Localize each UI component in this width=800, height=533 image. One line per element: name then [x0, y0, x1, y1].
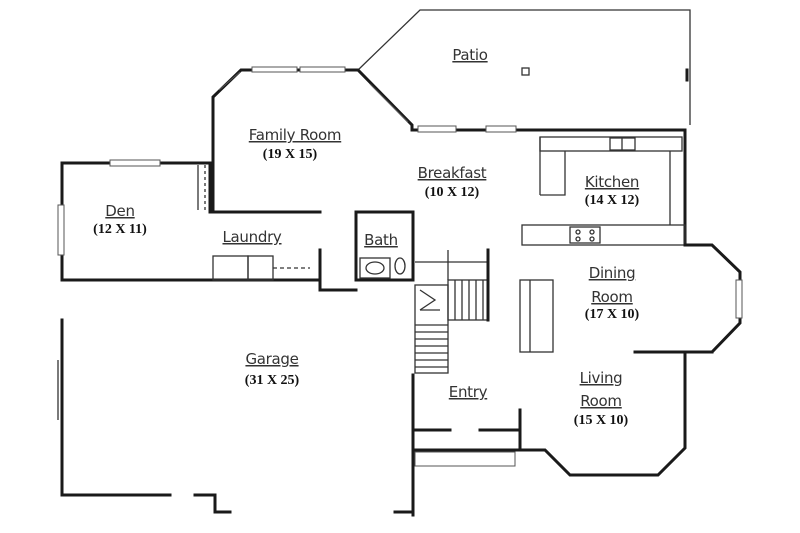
family-window-right-bay [369, 83, 409, 123]
laundry-walls [60, 248, 322, 292]
stairs [411, 248, 490, 374]
patio-post [521, 67, 530, 76]
kitchen-dimensions: (14 X 12) [585, 193, 640, 208]
family-room-label: Family Room [249, 126, 341, 144]
dining-room-label-line2: Room [591, 288, 633, 306]
kitchen-walls [521, 128, 687, 247]
entry-label: Entry [449, 383, 488, 401]
garage-walls [57, 318, 415, 514]
family-window-left-bay [218, 71, 241, 91]
living-room-label-line1: Living [580, 369, 623, 387]
toilet [394, 257, 406, 275]
family-window-top-2 [299, 66, 346, 73]
patio-outline [357, 9, 691, 126]
breakfast-window-2 [485, 125, 517, 133]
breakfast-walls [410, 125, 687, 133]
breakfast-label: Breakfast [418, 164, 487, 182]
kitchen-label: Kitchen [585, 173, 639, 191]
dining-room-dimensions: (17 X 10) [585, 307, 640, 322]
patio-label: Patio [452, 46, 487, 64]
den-window-top [109, 159, 161, 167]
den-window-left [57, 204, 65, 256]
dining-buffet [519, 279, 554, 353]
dining-window [735, 279, 743, 319]
den-walls [57, 159, 212, 282]
breakfast-dimensions: (10 X 12) [425, 185, 480, 200]
family-room-walls [211, 66, 415, 214]
bath-label: Bath [364, 231, 398, 249]
laundry-label: Laundry [222, 228, 281, 246]
family-room-dimensions: (19 X 15) [263, 147, 318, 162]
den-dimensions: (12 X 11) [93, 222, 147, 237]
bath-sink [365, 261, 385, 275]
living-room-dimensions: (15 X 10) [574, 413, 629, 428]
kitchen-island-counter [521, 224, 686, 246]
garage-label: Garage [245, 350, 298, 368]
bath-walls [318, 210, 415, 292]
living-room-label-line2: Room [580, 392, 622, 410]
entry-porch [414, 451, 516, 467]
dining-room-label-line1: Dining [589, 264, 636, 282]
bath-vanity [359, 257, 391, 279]
kitchen-cooktop [569, 226, 601, 244]
garage-dimensions: (31 X 25) [245, 373, 300, 388]
dryer [247, 255, 274, 281]
breakfast-window-1 [417, 125, 457, 133]
family-window-top [251, 66, 298, 73]
entry-walls [411, 373, 522, 517]
den-label: Den [105, 202, 134, 220]
washer [212, 255, 249, 281]
